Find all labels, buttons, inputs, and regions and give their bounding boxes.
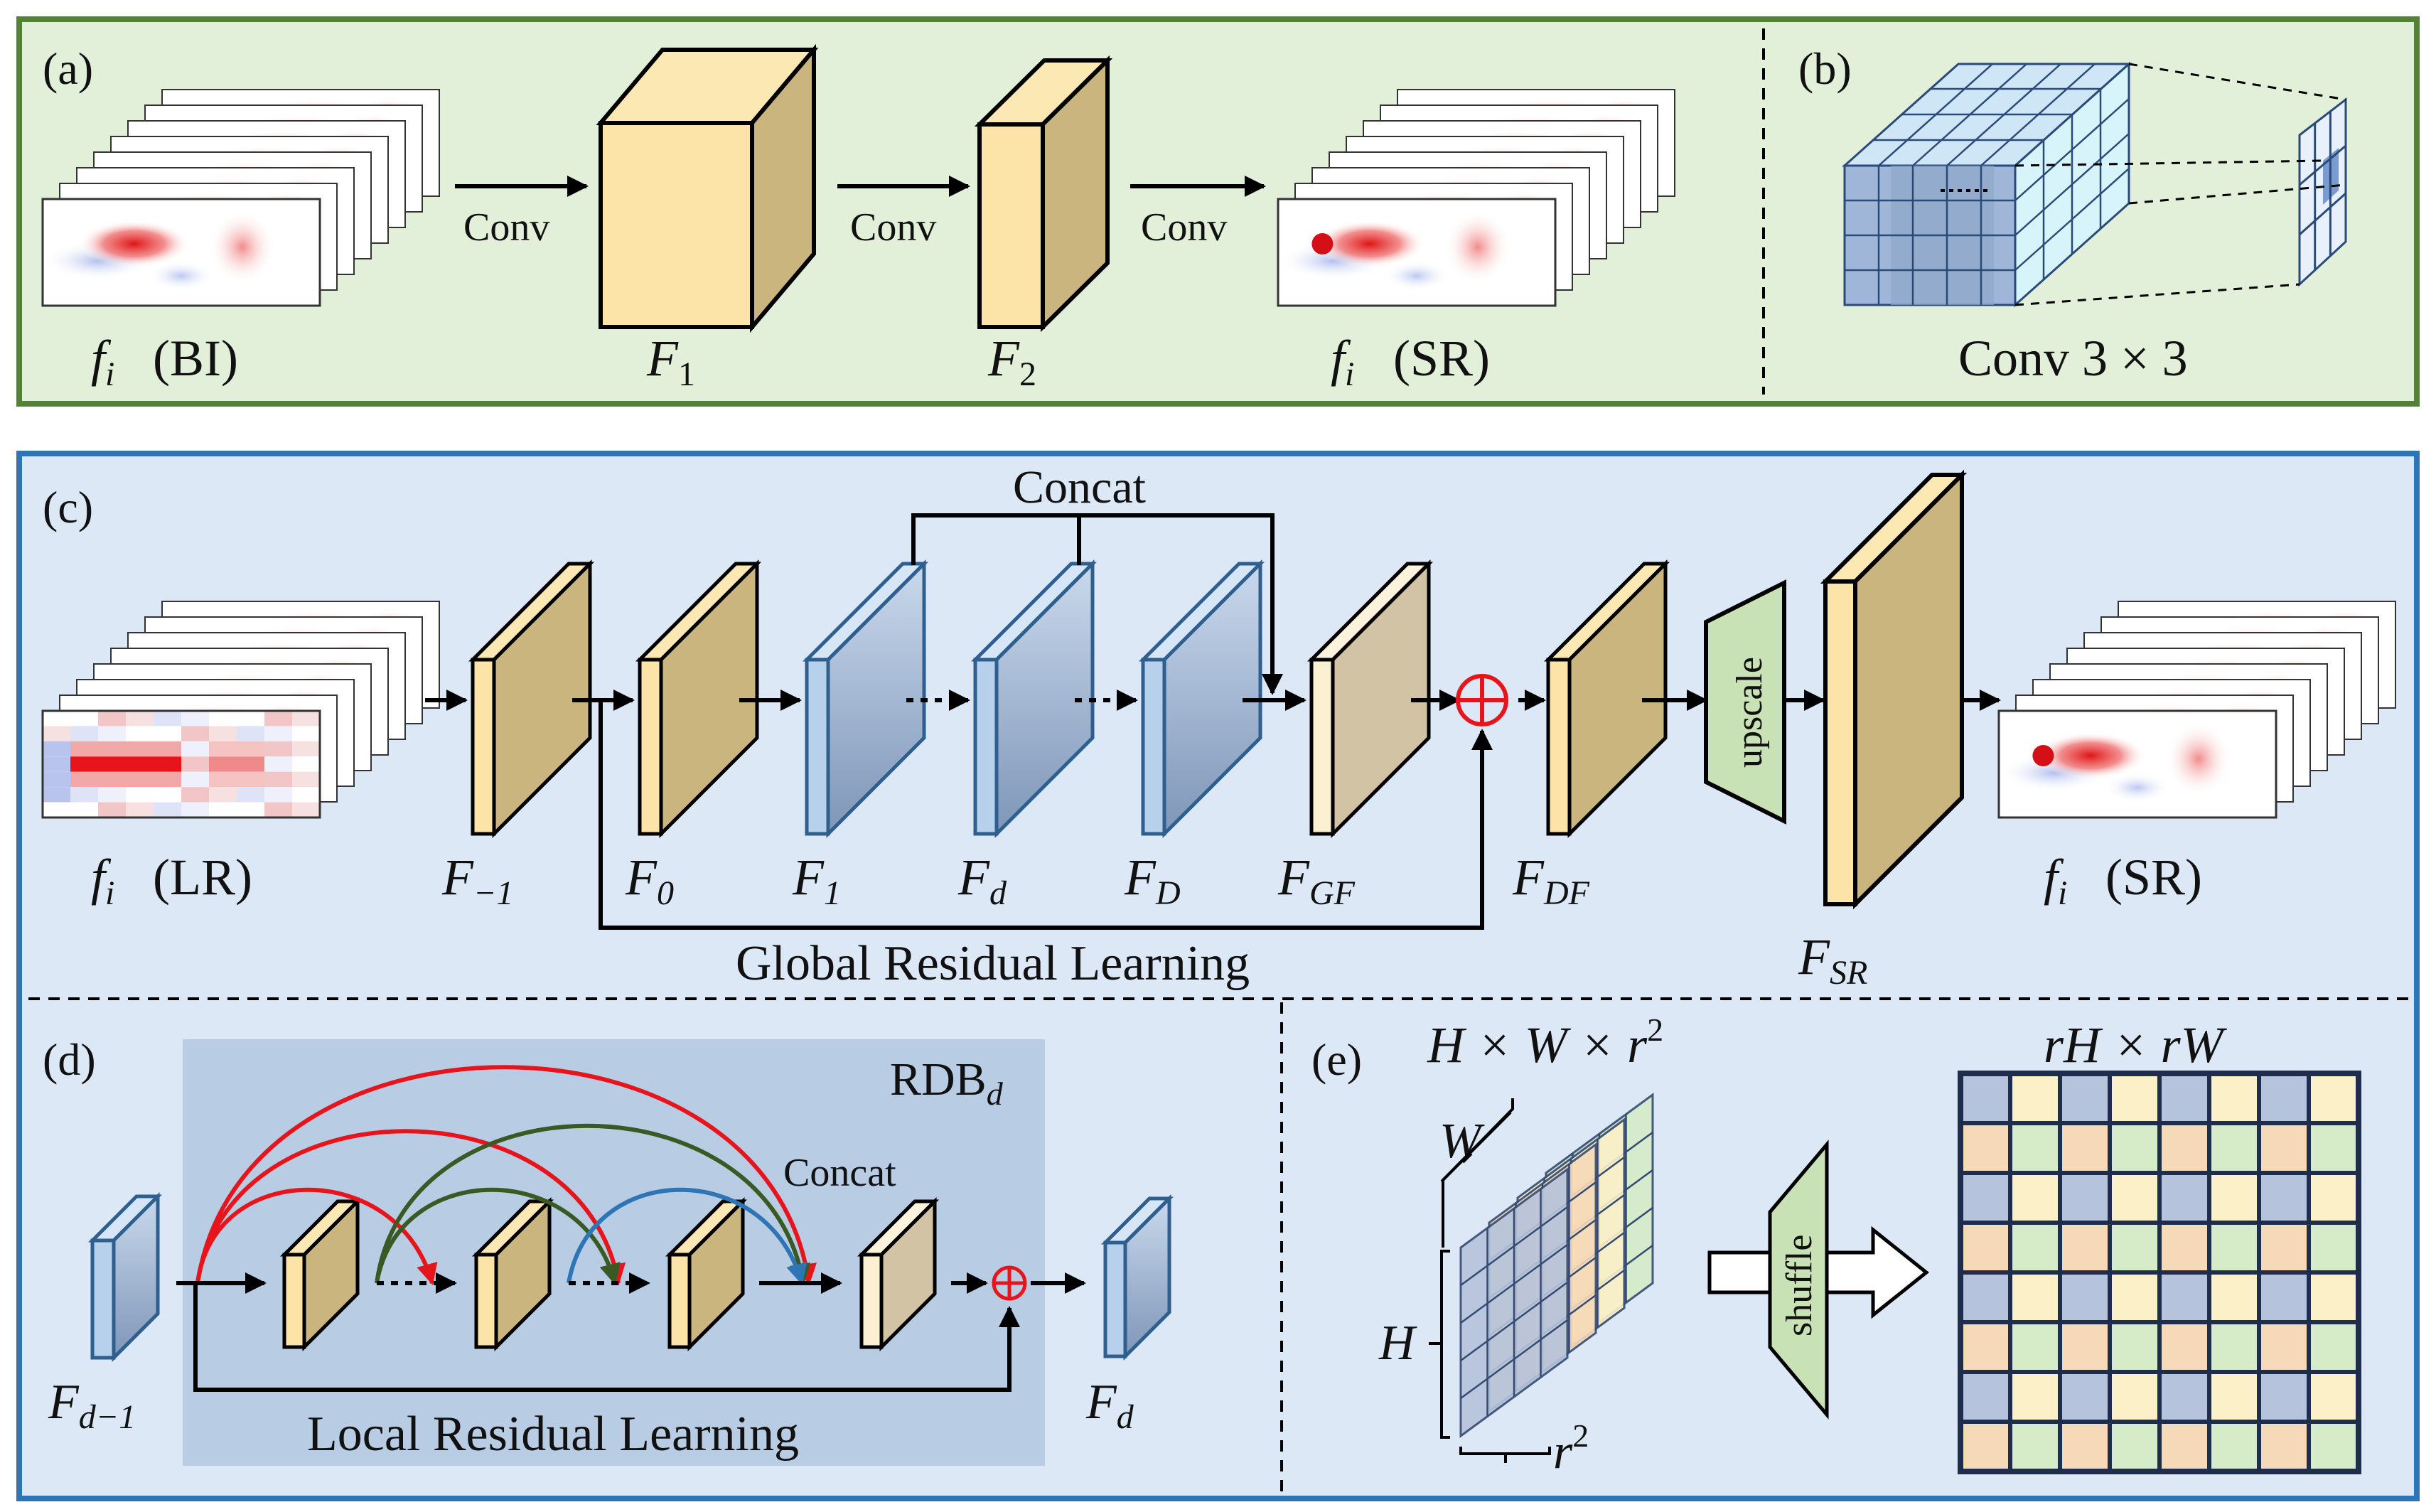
- feature-block-f2: [974, 55, 1113, 333]
- layer-f0: [635, 559, 762, 839]
- add-operator-local: [992, 1265, 1027, 1301]
- input-dims-label: H × W × r2: [1427, 1012, 1663, 1073]
- global-residual-label: Global Residual Learning: [736, 936, 1250, 991]
- layer-label: F1: [792, 849, 841, 912]
- layer-label: FGF: [1277, 849, 1356, 912]
- feature-cube-f1: [596, 43, 819, 333]
- panel-d-tag: (d): [43, 1034, 96, 1085]
- panel-a-tag: (a): [43, 43, 93, 94]
- feature-block-fsr: [1820, 469, 1968, 910]
- label-sr: (SR): [1393, 330, 1490, 387]
- conv3x3-volume: [1842, 61, 2132, 308]
- rdb-blocks: [87, 1191, 1174, 1363]
- label-fd-1: Fd−1: [48, 1375, 136, 1436]
- layer-fdf: [1543, 559, 1670, 839]
- panel-e-tag: (e): [1311, 1034, 1362, 1085]
- input-field-stack-bi: [41, 89, 440, 307]
- output-dims-label: rH × rW: [2044, 1017, 2228, 1073]
- label-f2: F2: [987, 330, 1036, 393]
- layer-label: FD: [1124, 849, 1181, 912]
- panel-c-tag: (c): [43, 482, 93, 532]
- layer-label: F−1: [441, 849, 513, 912]
- front-field: [1997, 709, 2277, 819]
- front-field: [1277, 198, 1557, 307]
- upscaled-pixel-grid: [1958, 1071, 2361, 1474]
- concat-connector: [911, 513, 1283, 695]
- conv-label-1: Conv: [463, 205, 549, 250]
- layer-fgf: [1306, 559, 1434, 839]
- conv-label-3: Conv: [1141, 205, 1227, 250]
- svg-text:upscale: upscale: [1729, 657, 1770, 768]
- output-field-stack-sr-c: [1997, 601, 2396, 819]
- conv3x3-caption: Conv 3 × 3: [1958, 330, 2188, 387]
- r2-label: r2: [1553, 1417, 1589, 1479]
- panel-a-b: (a) fi (BI) Conv F1 Conv F2: [16, 16, 2420, 407]
- input-field-stack-lr: [41, 601, 440, 819]
- local-residual-label: Local Residual Learning: [307, 1407, 799, 1462]
- layer-labels: F−1 F0 F1 Fd FD FGF FDF FSR: [441, 849, 1867, 992]
- label-fd: Fd: [1085, 1375, 1134, 1436]
- layer-fD-rdb: [1138, 559, 1265, 839]
- dense-connections: [195, 1065, 817, 1285]
- upscale-block: upscale: [1704, 579, 1786, 825]
- rdb-label: RDBd: [890, 1053, 1004, 1112]
- add-operator-global: [1456, 674, 1508, 726]
- layer-blocks: [468, 559, 1670, 839]
- layer-fd-rdb: [970, 559, 1098, 839]
- layer-label: FDF: [1512, 849, 1590, 912]
- rdb-conv-3: [665, 1196, 748, 1352]
- front-field: [41, 198, 321, 307]
- label-f1: F1: [646, 330, 695, 393]
- conv-kernel-grid: [2298, 97, 2347, 287]
- shuffle-block: shuffle: [1768, 1140, 1829, 1420]
- layer-label: FSR: [1798, 928, 1867, 992]
- label-lr: (LR): [153, 849, 252, 906]
- layer-f-minus1: [468, 559, 595, 839]
- svg-text:shuffle: shuffle: [1779, 1235, 1820, 1336]
- h-label: H: [1378, 1316, 1417, 1371]
- rdb-input-fd-1: [87, 1191, 163, 1363]
- layer-f1-rdb: [802, 559, 929, 839]
- layer-label: Fd: [957, 849, 1007, 912]
- front-field: [41, 709, 321, 819]
- conv-label-2: Conv: [850, 205, 936, 250]
- label-sr-c: (SR): [2105, 849, 2202, 906]
- rdb-flow-arrows: [176, 1272, 1086, 1392]
- dimension-brackets: [1429, 1098, 1551, 1463]
- panel-c-d-e: (c) fi (LR) Concat Gl: [16, 451, 2420, 1501]
- rdb-output-fd: [1100, 1194, 1174, 1361]
- global-residual-line: [599, 700, 1493, 930]
- concat-label: Concat: [1013, 461, 1146, 513]
- kernel-projection-lines: [2014, 63, 2346, 306]
- rdb-concat-block: [857, 1196, 940, 1352]
- panel-b-tag: (b): [1798, 43, 1852, 94]
- layer-label: F0: [625, 849, 674, 912]
- subpixel-channel-stack: [1459, 1093, 1654, 1438]
- label-bi: (BI): [153, 330, 238, 387]
- rdb-concat-label: Concat: [783, 1151, 896, 1195]
- output-field-stack-sr: [1277, 89, 1675, 307]
